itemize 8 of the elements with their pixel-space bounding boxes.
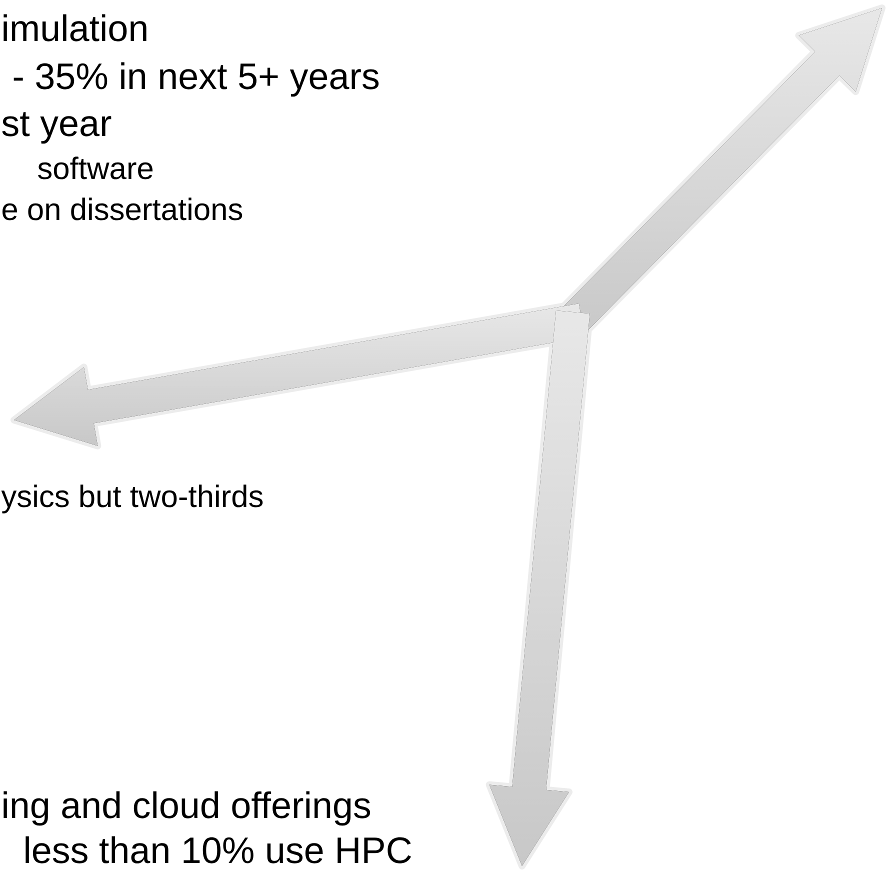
text-line: less than 10% use HPC (26, 836, 412, 864)
text-line: imulation (4, 14, 146, 42)
text-line: ysics but two-thirds (1, 484, 263, 514)
text-line: - 35% in next 5+ years (14, 62, 379, 97)
text-line: software (38, 156, 153, 180)
text-line: ing and cloud offerings (4, 791, 370, 826)
text-line: e on dissertations (2, 198, 242, 220)
text-line: st year (2, 112, 112, 144)
